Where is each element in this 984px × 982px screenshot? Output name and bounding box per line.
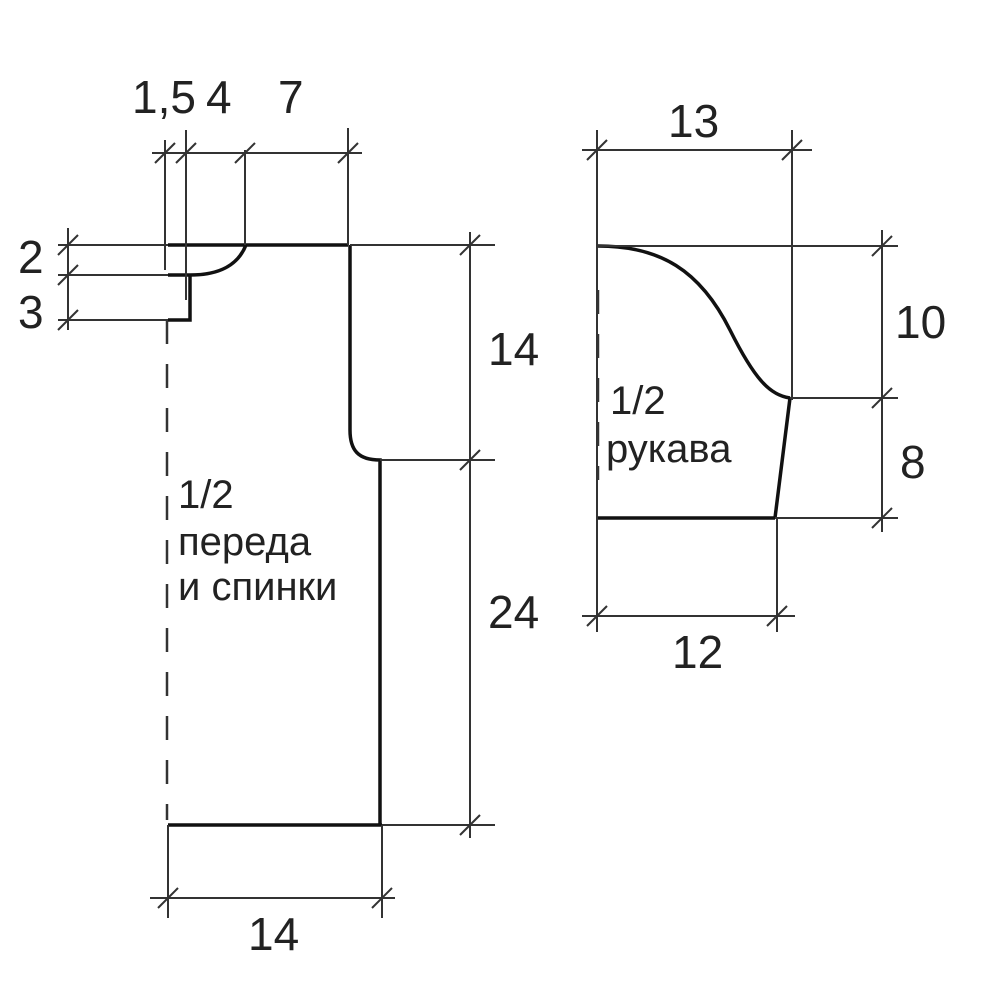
tick bbox=[234, 142, 256, 164]
tick bbox=[871, 235, 893, 257]
tick bbox=[154, 142, 176, 164]
neckline-curve bbox=[168, 244, 248, 277]
tick bbox=[766, 605, 788, 627]
tick bbox=[57, 309, 79, 331]
body-label-line1: 1/2 bbox=[178, 473, 234, 517]
sleeve-dim-right-a: 10 bbox=[895, 296, 946, 348]
tick bbox=[459, 234, 481, 256]
body-label-line3: и спинки bbox=[178, 565, 337, 609]
dim-top-c: 7 bbox=[278, 71, 304, 123]
body-label-line2: переда bbox=[178, 520, 312, 564]
tick bbox=[586, 605, 608, 627]
sleeve-dim-right-b: 8 bbox=[900, 436, 926, 488]
tick bbox=[871, 507, 893, 529]
sleeve-label-line1: 1/2 bbox=[610, 379, 666, 423]
tick bbox=[337, 142, 359, 164]
tick bbox=[57, 234, 79, 256]
tick bbox=[871, 387, 893, 409]
tick bbox=[459, 449, 481, 471]
neck-step bbox=[168, 275, 192, 322]
tick bbox=[371, 887, 393, 909]
sleeve-label-line2: рукава bbox=[606, 427, 732, 471]
sleeve-piece: 13 10 8 12 1/2 рукава bbox=[582, 95, 946, 678]
dim-right-a: 14 bbox=[488, 323, 539, 375]
tick bbox=[175, 142, 197, 164]
tick bbox=[57, 264, 79, 286]
sleeve-dim-bottom: 12 bbox=[672, 626, 723, 678]
tick bbox=[157, 887, 179, 909]
sleeve-underarm-line bbox=[773, 397, 792, 519]
tick bbox=[586, 139, 608, 161]
dim-top-b: 4 bbox=[206, 71, 232, 123]
tick bbox=[781, 139, 803, 161]
dim-top-a: 1,5 bbox=[132, 71, 196, 123]
sleeve-dim-top: 13 bbox=[668, 95, 719, 147]
dim-left-a: 2 bbox=[18, 231, 44, 283]
body-piece: 1,5 4 7 2 3 14 24 14 1/2 переда и спинки bbox=[18, 71, 539, 960]
sleeve-cap-curve bbox=[597, 244, 791, 400]
armhole-side-line bbox=[348, 245, 382, 825]
dim-bottom: 14 bbox=[248, 908, 299, 960]
tick bbox=[459, 814, 481, 836]
dim-left-b: 3 bbox=[18, 286, 44, 338]
dim-right-b: 24 bbox=[488, 586, 539, 638]
